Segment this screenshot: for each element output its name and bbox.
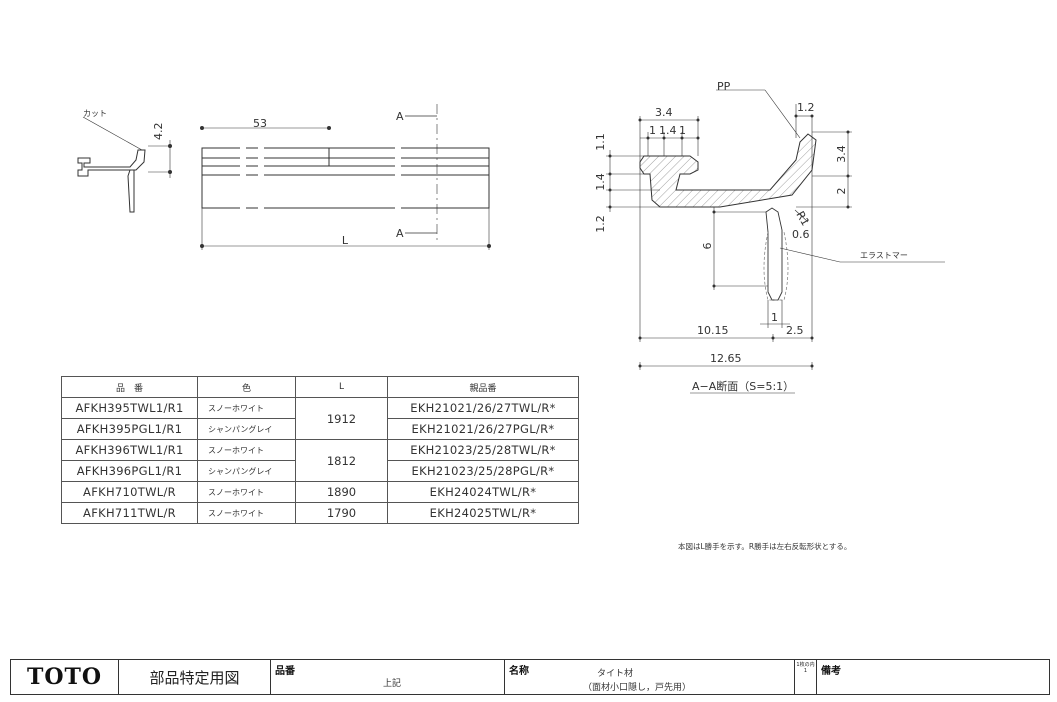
dim-2-5: 2.5 — [786, 324, 804, 337]
remarks-label: 備考 — [821, 666, 841, 677]
dim-1-2-height: 1.2 — [594, 215, 607, 233]
part-number-label: 品番 — [275, 666, 295, 677]
part-length: 1912 — [295, 397, 388, 440]
part-code: AFKH396PGL1/R1 — [61, 460, 198, 482]
section-dimension-lines — [606, 89, 945, 394]
elastomer-lip — [765, 207, 783, 301]
parent-part: EKH24025TWL/R* — [387, 502, 579, 524]
toto-logo: TOTO — [11, 660, 119, 694]
part-code: AFKH396TWL1/R1 — [61, 439, 198, 461]
cut-label: カット — [83, 109, 107, 118]
dim-L: L — [342, 234, 349, 247]
dim-1-right: 1 — [679, 124, 686, 137]
dim-2-height: 2 — [835, 188, 848, 195]
header-length: L — [295, 376, 388, 398]
name-cell: 名称 タイト材 （面材小口隠し，戸先用） — [505, 660, 795, 694]
part-color: シャンパングレイ — [197, 460, 296, 482]
dim-1-left: 1 — [649, 124, 656, 137]
part-code: AFKH395PGL1/R1 — [61, 418, 198, 440]
parent-part: EKH21023/25/28TWL/R* — [387, 439, 579, 461]
part-color: スノーホワイト — [197, 439, 296, 461]
part-code: AFKH710TWL/R — [61, 481, 198, 503]
table-row: AFKH710TWL/R スノーホワイト 1890 EKH24024TWL/R* — [61, 481, 579, 503]
header-color: 色 — [197, 376, 296, 398]
table-row: AFKH395TWL1/R1 スノーホワイト 1912 EKH21021/26/… — [61, 397, 579, 440]
parts-table-header: 品 番 色 L 親品番 — [61, 376, 579, 398]
part-length: 1812 — [295, 439, 388, 482]
elastomer-label: エラストマー — [860, 251, 908, 260]
dim-10-15: 10.15 — [697, 324, 729, 337]
part-number-cell: 品番 上記 — [271, 660, 505, 694]
part-color: シャンパングレイ — [197, 418, 296, 440]
dim-3-4-height: 3.4 — [835, 145, 848, 163]
remarks-cell: 備考 — [817, 660, 1049, 694]
dim-12-65: 12.65 — [710, 352, 742, 365]
dim-53: 53 — [253, 117, 267, 130]
dim-r1: R1 — [793, 209, 812, 228]
section-mark-bottom: A — [396, 227, 404, 240]
dim-3-4-width: 3.4 — [655, 106, 673, 119]
sheet-number: 1枚の内1 — [795, 660, 817, 694]
parts-table: 品 番 色 L 親品番 AFKH395TWL1/R1 スノーホワイト 1912 … — [61, 376, 579, 524]
part-length: 1790 — [295, 502, 388, 524]
part-color: スノーホワイト — [197, 397, 296, 419]
section-mark-top: A — [396, 110, 404, 123]
part-color: スノーホワイト — [197, 502, 296, 524]
plan-view — [200, 104, 491, 250]
title-block: TOTO 部品特定用図 品番 上記 名称 タイト材 （面材小口隠し，戸先用） 1… — [10, 659, 1050, 695]
pp-label: PP — [717, 80, 731, 93]
name-label: 名称 — [509, 666, 529, 677]
dim-1-4-height: 1.4 — [594, 173, 607, 191]
name-value-line2: （面材小口隠し，戸先用） — [583, 683, 692, 693]
elastomer-deflected-outline — [763, 231, 789, 301]
dim-1-lip: 1 — [771, 311, 778, 324]
end-view — [77, 116, 172, 213]
part-code: AFKH711TWL/R — [61, 502, 198, 524]
end-view-height-dim: 4.2 — [152, 123, 165, 141]
dim-1-1-height: 1.1 — [594, 133, 607, 151]
part-code: AFKH395TWL1/R1 — [61, 397, 198, 419]
parent-part: EKH21021/26/27PGL/R* — [387, 418, 579, 440]
part-number-value: 上記 — [383, 679, 402, 689]
header-part-no: 品 番 — [61, 376, 198, 398]
header-parent-part: 親品番 — [387, 376, 579, 398]
handedness-note: 本図はL勝手を示す。R勝手は左右反転形状とする。 — [678, 542, 852, 551]
dim-1-4-flange: 1.4 — [659, 124, 677, 137]
parent-part: EKH21023/25/28PGL/R* — [387, 460, 579, 482]
parent-part: EKH24024TWL/R* — [387, 481, 579, 503]
table-row: AFKH711TWL/R スノーホワイト 1790 EKH24025TWL/R* — [61, 502, 579, 524]
part-length: 1890 — [295, 481, 388, 503]
section-profile — [639, 133, 817, 208]
dim-0-6: 0.6 — [792, 228, 810, 241]
dim-1-2-top: 1.2 — [797, 101, 815, 114]
section-caption: A−A断面（S=5:1） — [692, 379, 794, 393]
document-type: 部品特定用図 — [119, 660, 271, 694]
parent-part: EKH21021/26/27TWL/R* — [387, 397, 579, 419]
part-color: スノーホワイト — [197, 481, 296, 503]
dimension-dots — [608, 114, 850, 368]
dim-6-height: 6 — [701, 243, 714, 250]
table-row: AFKH396TWL1/R1 スノーホワイト 1812 EKH21023/25/… — [61, 439, 579, 482]
name-value-line1: タイト材 — [597, 669, 634, 679]
